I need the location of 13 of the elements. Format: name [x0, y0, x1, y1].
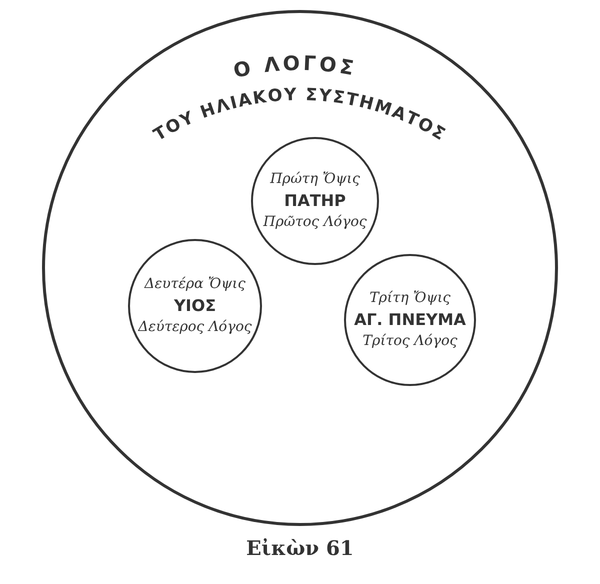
- name-text: ΑΓ. ΠΝΕΥΜΑ: [354, 311, 466, 329]
- subtitle-text: Πρῶτος Λόγος: [263, 214, 367, 230]
- subtitle-text: Τρίτη Ὄψις: [369, 290, 451, 306]
- subtitle-text: Πρώτη Ὄψις: [270, 172, 360, 188]
- subtitle-text: Δεύτερος Λόγος: [138, 320, 252, 336]
- figure-caption: Εἰκὼν 61: [245, 536, 355, 560]
- inner-circle: [128, 239, 262, 373]
- subtitle-text: Δευτέρα Ὄψις: [144, 276, 246, 292]
- outer-circle: [42, 10, 558, 526]
- inner-circle: [344, 254, 476, 386]
- name-text: ΠΑΤΗΡ: [284, 192, 346, 210]
- name-text: ΥΙΟΣ: [174, 297, 216, 315]
- subtitle-text: Τρίτος Λόγος: [362, 334, 458, 350]
